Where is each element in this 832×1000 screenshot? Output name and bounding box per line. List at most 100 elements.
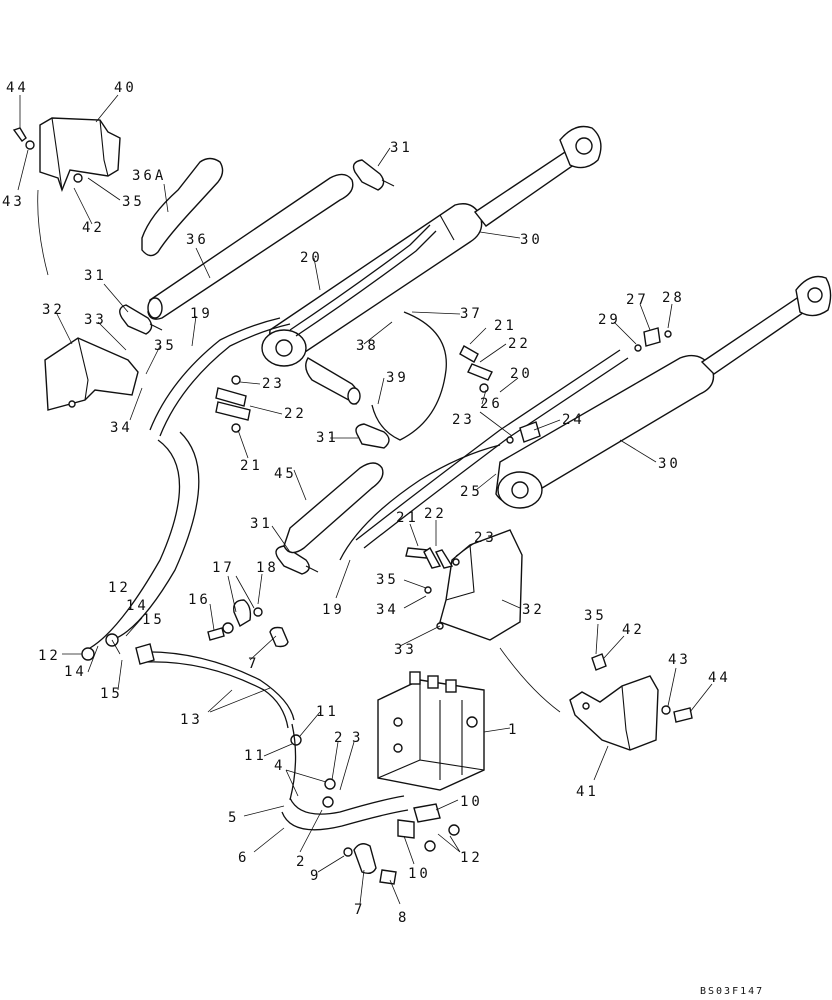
hose-sleeve-36 [147, 173, 354, 320]
drawing-reference: BS03F147 [700, 986, 764, 997]
callout-35: 35 [154, 338, 177, 354]
callout-34: 34 [110, 420, 133, 436]
callout-33: 33 [394, 642, 417, 658]
hose-37 [371, 311, 447, 441]
callout-42: 42 [82, 220, 105, 236]
callout-22: 22 [508, 336, 531, 352]
callout-17: 17 [212, 560, 235, 576]
bolt-44-bottom [661, 705, 693, 723]
callout-43: 43 [2, 194, 25, 210]
callout-20: 20 [510, 366, 533, 382]
valve-fittings [290, 734, 460, 852]
callout-12: 12 [38, 648, 61, 664]
callout-44: 44 [6, 80, 29, 96]
guard-32-left [44, 337, 139, 411]
clamp-31-mid [355, 423, 390, 449]
callout-11: 11 [316, 704, 339, 720]
guard-32-right [439, 529, 523, 641]
hose-19-a [149, 317, 281, 431]
callout-6: 6 [238, 850, 249, 866]
callout-1: 1 [508, 722, 519, 738]
callout-33: 33 [84, 312, 107, 328]
callout-21: 21 [494, 318, 517, 334]
hose-19-b [339, 444, 501, 561]
clamp-7-bottom [343, 843, 397, 885]
callout-42: 42 [622, 622, 645, 638]
leader-40-arc [37, 189, 49, 276]
hose-20-lower [355, 349, 621, 541]
callout-24: 24 [562, 412, 585, 428]
callout-32: 32 [42, 302, 65, 318]
callout-28: 28 [662, 290, 685, 306]
callout-36A: 36A [132, 168, 166, 184]
callout-12: 12 [108, 580, 131, 596]
fitting-12-mid [135, 643, 155, 665]
callout-39: 39 [386, 370, 409, 386]
callout-10: 10 [408, 866, 431, 882]
hose-left-long-b [111, 431, 200, 641]
callout-12: 12 [460, 850, 483, 866]
callout-38: 38 [356, 338, 379, 354]
callout-43: 43 [668, 652, 691, 668]
clamp-31-low [275, 545, 319, 575]
callout-36: 36 [186, 232, 209, 248]
callout-44: 44 [708, 670, 731, 686]
leader-lines [17, 94, 713, 905]
callout-2: 2 [296, 854, 307, 870]
callout-21: 21 [396, 510, 419, 526]
hose-5 [289, 795, 405, 815]
callout-27: 27 [626, 292, 649, 308]
hose-left-long-a [89, 439, 181, 649]
control-valve-1 [377, 671, 485, 791]
callout-13: 13 [180, 712, 203, 728]
callout-23: 23 [474, 530, 497, 546]
leader-41-arc [499, 647, 561, 713]
fittings-24-29 [506, 327, 672, 444]
callout-29: 29 [598, 312, 621, 328]
callout-19: 19 [190, 306, 213, 322]
callout-7: 7 [248, 656, 259, 672]
callout-7: 7 [354, 902, 365, 918]
callout-16: 16 [188, 592, 211, 608]
callout-15: 15 [100, 686, 123, 702]
fitting-12-left [81, 647, 95, 661]
cylinder-30-lower [495, 275, 832, 509]
callout-25: 25 [460, 484, 483, 500]
callout-31: 31 [84, 268, 107, 284]
callout-31: 31 [250, 516, 273, 532]
callout-45: 45 [274, 466, 297, 482]
callout-21: 21 [240, 458, 263, 474]
callout-30: 30 [658, 456, 681, 472]
bracket-41 [569, 653, 659, 751]
callout-23: 23 [262, 376, 285, 392]
callout-35: 35 [122, 194, 145, 210]
hose-20-upper [289, 224, 431, 331]
callout-8: 8 [398, 910, 409, 926]
bracket-40 [39, 117, 121, 193]
callout-23: 23 [452, 412, 475, 428]
callout-19: 19 [322, 602, 345, 618]
hose-6 [281, 809, 409, 831]
bolt-44-top [12, 127, 35, 150]
callout-30: 30 [520, 232, 543, 248]
callout-41: 41 [576, 784, 599, 800]
callout-3: 3 [352, 730, 363, 746]
callout-37: 37 [460, 306, 483, 322]
hose-13-a [139, 651, 295, 721]
pin-tube [305, 357, 361, 405]
callout-15: 15 [142, 612, 165, 628]
callout-31: 31 [316, 430, 339, 446]
callout-35: 35 [584, 608, 607, 624]
clamps-16-17-18 [207, 599, 289, 648]
callout-32: 32 [522, 602, 545, 618]
callout-35: 35 [376, 572, 399, 588]
callout-labels: 44 40 43 42 35 36A 31 36 30 20 31 32 33 … [2, 80, 731, 926]
hose-sleeve-45 [283, 462, 384, 554]
callout-18: 18 [256, 560, 279, 576]
callout-26: 26 [480, 396, 503, 412]
callout-5: 5 [228, 810, 239, 826]
callout-22: 22 [424, 506, 447, 522]
callout-31: 31 [390, 140, 413, 156]
